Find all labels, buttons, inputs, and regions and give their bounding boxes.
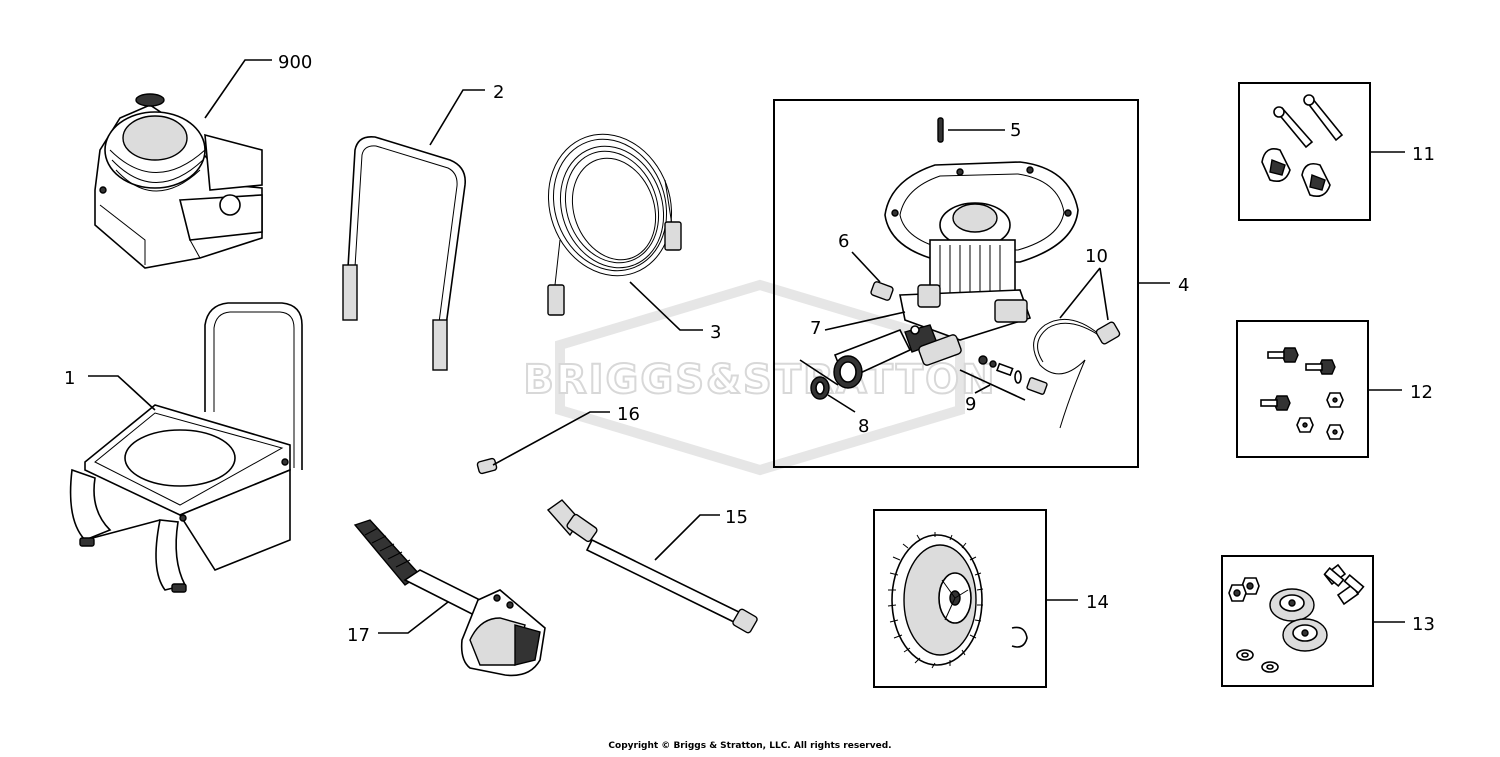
leader-7 <box>824 311 906 331</box>
part-16-nozzle[interactable] <box>476 457 498 475</box>
callout-9: 9 <box>965 394 976 415</box>
part-900-engine[interactable] <box>94 93 263 269</box>
callout-4: 4 <box>1178 275 1189 296</box>
brand-watermark: BRIGGS&STRATTON <box>522 279 996 476</box>
copyright-notice: Copyright © Briggs & Stratton, LLC. All … <box>608 741 892 751</box>
callout-11: 11 <box>1412 144 1435 165</box>
callout-15: 15 <box>725 507 748 528</box>
callout-7: 7 <box>810 318 821 339</box>
leader-8 <box>827 394 856 413</box>
watermark-text: BRIGGS&STRATTON <box>523 357 996 403</box>
part-11-bolts-knobs[interactable] <box>1261 94 1344 198</box>
leader-9 <box>959 369 1026 401</box>
leader-7b <box>799 359 839 386</box>
leader-6 <box>851 251 881 283</box>
callout-12: 12 <box>1410 382 1433 403</box>
callout-1: 1 <box>64 368 75 389</box>
part-14-wheel[interactable] <box>887 532 1028 669</box>
leader-10 <box>1059 267 1109 321</box>
part-12-box <box>1236 320 1369 458</box>
leader-15 <box>654 514 720 561</box>
callout-13: 13 <box>1412 614 1435 635</box>
callout-14: 14 <box>1086 592 1109 613</box>
part-1-frame[interactable] <box>69 302 303 593</box>
part-2-handle[interactable] <box>342 135 467 371</box>
part-13-wheel-hardware[interactable] <box>1228 563 1365 673</box>
callout-5: 5 <box>1010 120 1021 141</box>
callout-3: 3 <box>710 322 721 343</box>
leader-900 <box>204 59 272 119</box>
part-13-box <box>1221 555 1374 687</box>
leader-1 <box>88 375 156 411</box>
callout-6: 6 <box>838 231 849 252</box>
pump-body[interactable] <box>884 161 1079 341</box>
callout-16: 16 <box>617 404 640 425</box>
part-10-hose-kit[interactable] <box>1033 318 1121 429</box>
part-7-unloader[interactable] <box>833 324 962 389</box>
leader-16 <box>492 411 610 466</box>
part-14-box <box>873 509 1047 688</box>
callout-8: 8 <box>858 416 869 437</box>
leader-17 <box>378 601 449 634</box>
part-15-wand[interactable] <box>546 499 758 634</box>
leader-2 <box>429 89 485 146</box>
part-6-fitting[interactable] <box>870 281 894 301</box>
part-8-washer[interactable] <box>810 376 830 400</box>
part-9-check-valve[interactable] <box>978 355 1048 395</box>
part-12-hardware[interactable] <box>1260 347 1344 440</box>
part-17-spray-gun[interactable] <box>353 519 546 677</box>
part-5-pin[interactable] <box>937 117 944 143</box>
part-3-hose[interactable] <box>529 117 691 316</box>
callout-900: 900 <box>278 52 312 73</box>
callout-17: 17 <box>347 625 370 646</box>
callout-10: 10 <box>1085 246 1108 267</box>
callout-2: 2 <box>493 82 504 103</box>
leader-3 <box>629 281 703 331</box>
